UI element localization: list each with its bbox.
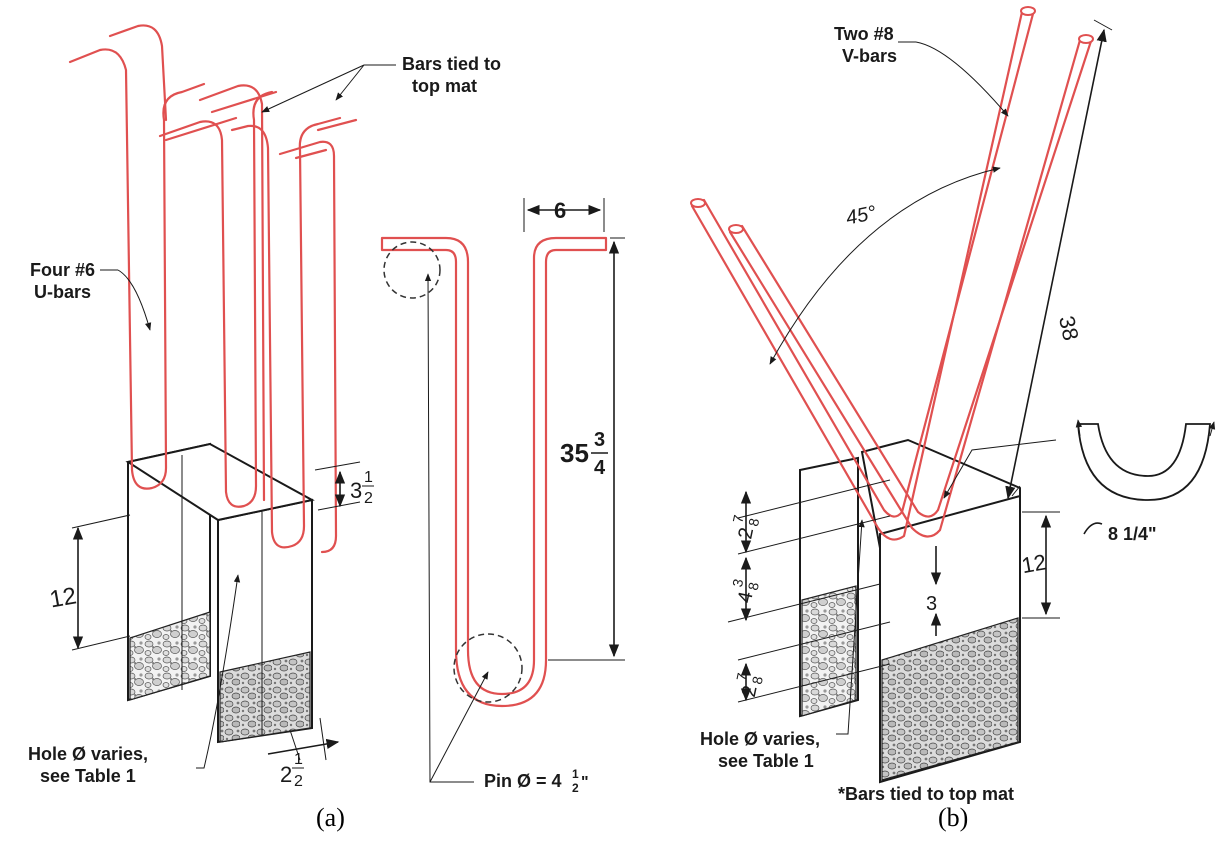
svg-text:8: 8 [749, 675, 766, 686]
steel-post-a [125, 442, 315, 744]
u-bar-3-tie [316, 118, 358, 132]
svg-text:7: 7 [729, 513, 746, 524]
hole-b-text: Hole Ø varies,see Table 1 [700, 729, 820, 771]
dim-flange-a-whole: 2 [280, 762, 292, 787]
post-b-concrete-web [801, 585, 857, 717]
svg-text:7: 7 [733, 671, 750, 682]
length-value: 38 [1054, 314, 1084, 343]
pin-frac-den: 2 [572, 781, 579, 795]
svg-text:2: 2 [738, 684, 762, 699]
steel-post-b [799, 438, 1021, 784]
pin-circle-top [383, 241, 441, 299]
label-hole-a: Hole Ø varies,see Table 1 [28, 574, 241, 786]
note-bars-tied: *Bars tied to top mat [838, 784, 1014, 804]
bend-radius-shape [1077, 423, 1211, 501]
dim-top-a-num: 1 [364, 469, 373, 486]
dim-top-a: 3 1 2 [314, 461, 374, 511]
u-bar-1b [108, 24, 168, 122]
u-bars-a [68, 24, 358, 554]
dim-length-38: 38 [1005, 19, 1113, 500]
post-a-concrete-web [129, 611, 211, 701]
u-bar-2-tie [210, 90, 278, 114]
v-bar-2-end-left [728, 224, 744, 234]
dim-height-num: 3 [594, 429, 605, 451]
u-bar-3 [230, 116, 342, 549]
bar-bend-icon: 8 1/4" [943, 419, 1216, 544]
v-bar-2-end-right [1078, 34, 1094, 44]
v-bar-1-end-left [690, 198, 706, 208]
svg-text:2: 2 [734, 526, 758, 541]
dim-embed-a: 12 [48, 514, 131, 651]
v-bar-1-inner [702, 8, 1036, 518]
dim-top-a-den: 2 [364, 490, 373, 507]
pin-frac-num: 1 [572, 767, 579, 781]
caption-b: (b) [938, 803, 968, 832]
svg-text:8: 8 [745, 517, 762, 528]
pin-circle-bottom [453, 633, 523, 703]
label-hole-b: Hole Ø varies,see Table 1 [700, 519, 865, 771]
bars-tied-line: Bars tied to [402, 54, 501, 74]
dim-embed-b: 12 [1020, 511, 1060, 619]
dim-embed-a-value: 12 [48, 582, 79, 613]
dim-stack-b: 2 7 8 4 3 8 2 7 8 [727, 479, 891, 703]
dim-b-top: 2 7 8 [729, 513, 762, 541]
dim-hook-value: 6 [554, 198, 566, 223]
pin-label: Pin Ø = 4 [484, 771, 562, 791]
dim-flange-a-den: 2 [294, 773, 303, 790]
svg-text:8: 8 [745, 581, 762, 592]
bend-radius-value: 8 1/4" [1108, 524, 1157, 544]
u-bar-2b [198, 84, 266, 502]
u-bar-4-tie [294, 148, 328, 160]
u-bar-2 [158, 90, 274, 508]
v-bar-2-outer [728, 38, 1082, 538]
dim-flange-a: 2 1 2 [267, 717, 340, 790]
u-bar-1-tie [164, 116, 238, 142]
dim-height-den: 4 [594, 457, 606, 479]
bent-bar [380, 236, 608, 708]
dim-b-bot: 2 7 8 [733, 671, 766, 699]
dim-flange-a-num: 1 [294, 751, 303, 768]
dim-b-mid: 4 3 8 [729, 577, 762, 605]
dim-three-b: 3 [926, 546, 942, 636]
angle-value: 45° [844, 202, 878, 230]
dim-top-a-whole: 3 [350, 478, 362, 503]
dim-height-whole: 35 [560, 438, 589, 468]
svg-text:3: 3 [729, 577, 746, 588]
v-bar-1-outer [690, 10, 1024, 541]
post-b-concrete-flange [881, 617, 1019, 781]
post-a-top [125, 442, 315, 522]
bars-tied-line: top mat [412, 76, 477, 96]
hole-a-text: Hole Ø varies,see Table 1 [28, 744, 148, 786]
dim-three-value: 3 [926, 593, 937, 615]
dim-embed-b-value: 12 [1020, 549, 1048, 578]
bent-u-bar-a: Pin Ø = 4 1 2 " 6 35 3 4 [380, 198, 625, 795]
post-a-concrete-flange [219, 651, 311, 743]
svg-text:4: 4 [734, 590, 758, 605]
u-bar-4 [278, 140, 338, 554]
pin-unit: " [581, 774, 589, 791]
v-bar-1-end-right [1020, 6, 1036, 16]
caption-a: (a) [316, 803, 345, 832]
v-bar-2-inner [740, 36, 1094, 518]
